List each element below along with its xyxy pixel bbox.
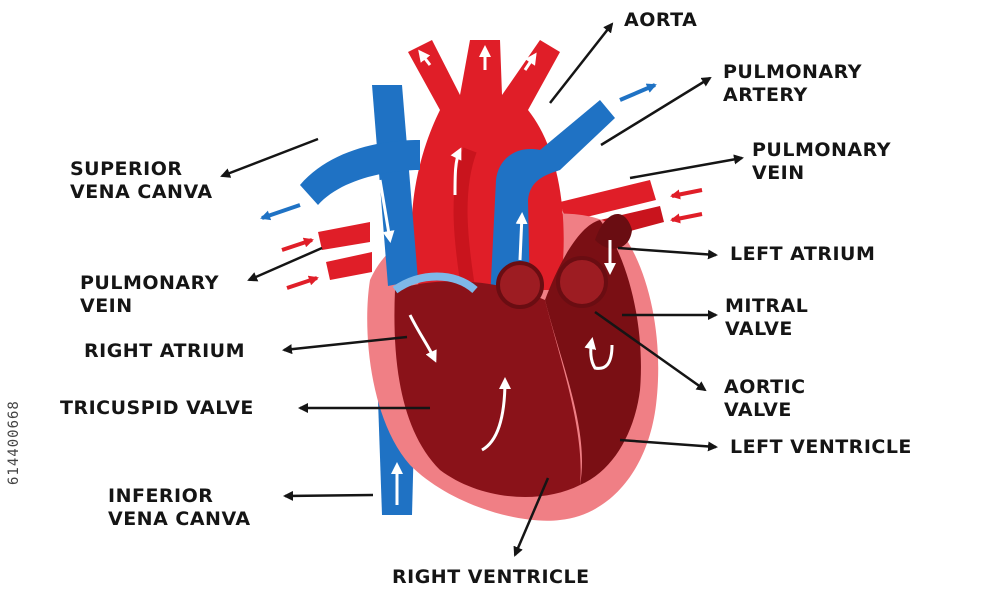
label-superior-vena-cava: SUPERIOR VENA CANVA: [70, 158, 213, 203]
label-right-atrium: RIGHT ATRIUM: [84, 340, 245, 362]
label-aortic-valve: AORTIC VALVE: [724, 376, 806, 421]
label-pulmonary-vein-left: PULMONARY VEIN: [80, 272, 219, 317]
superior-vena-cava: [300, 85, 420, 286]
leader-lines: [220, 22, 744, 557]
pulmonary-vessels: [318, 180, 664, 280]
label-right-ventricle: RIGHT VENTRICLE: [392, 566, 590, 588]
label-pulmonary-artery: PULMONARY ARTERY: [723, 61, 862, 106]
external-flow-arrows: [260, 83, 703, 290]
stock-id-watermark: 614400668: [6, 355, 28, 595]
label-inferior-vena-cava: INFERIOR VENA CANVA: [108, 485, 251, 530]
heart-chambers: [392, 213, 641, 497]
label-left-ventricle: LEFT VENTRICLE: [730, 436, 912, 458]
label-mitral-valve: MITRAL VALVE: [725, 295, 809, 340]
label-left-atrium: LEFT ATRIUM: [730, 243, 876, 265]
label-aorta: AORTA: [624, 9, 698, 31]
stock-id-text: 614400668: [6, 400, 22, 485]
label-pulmonary-vein-right: PULMONARY VEIN: [752, 139, 891, 184]
label-tricuspid-valve: TRICUSPID VALVE: [60, 397, 254, 419]
pulmonary-trunk: [490, 100, 615, 300]
blood-flow-arrows: [408, 45, 616, 452]
